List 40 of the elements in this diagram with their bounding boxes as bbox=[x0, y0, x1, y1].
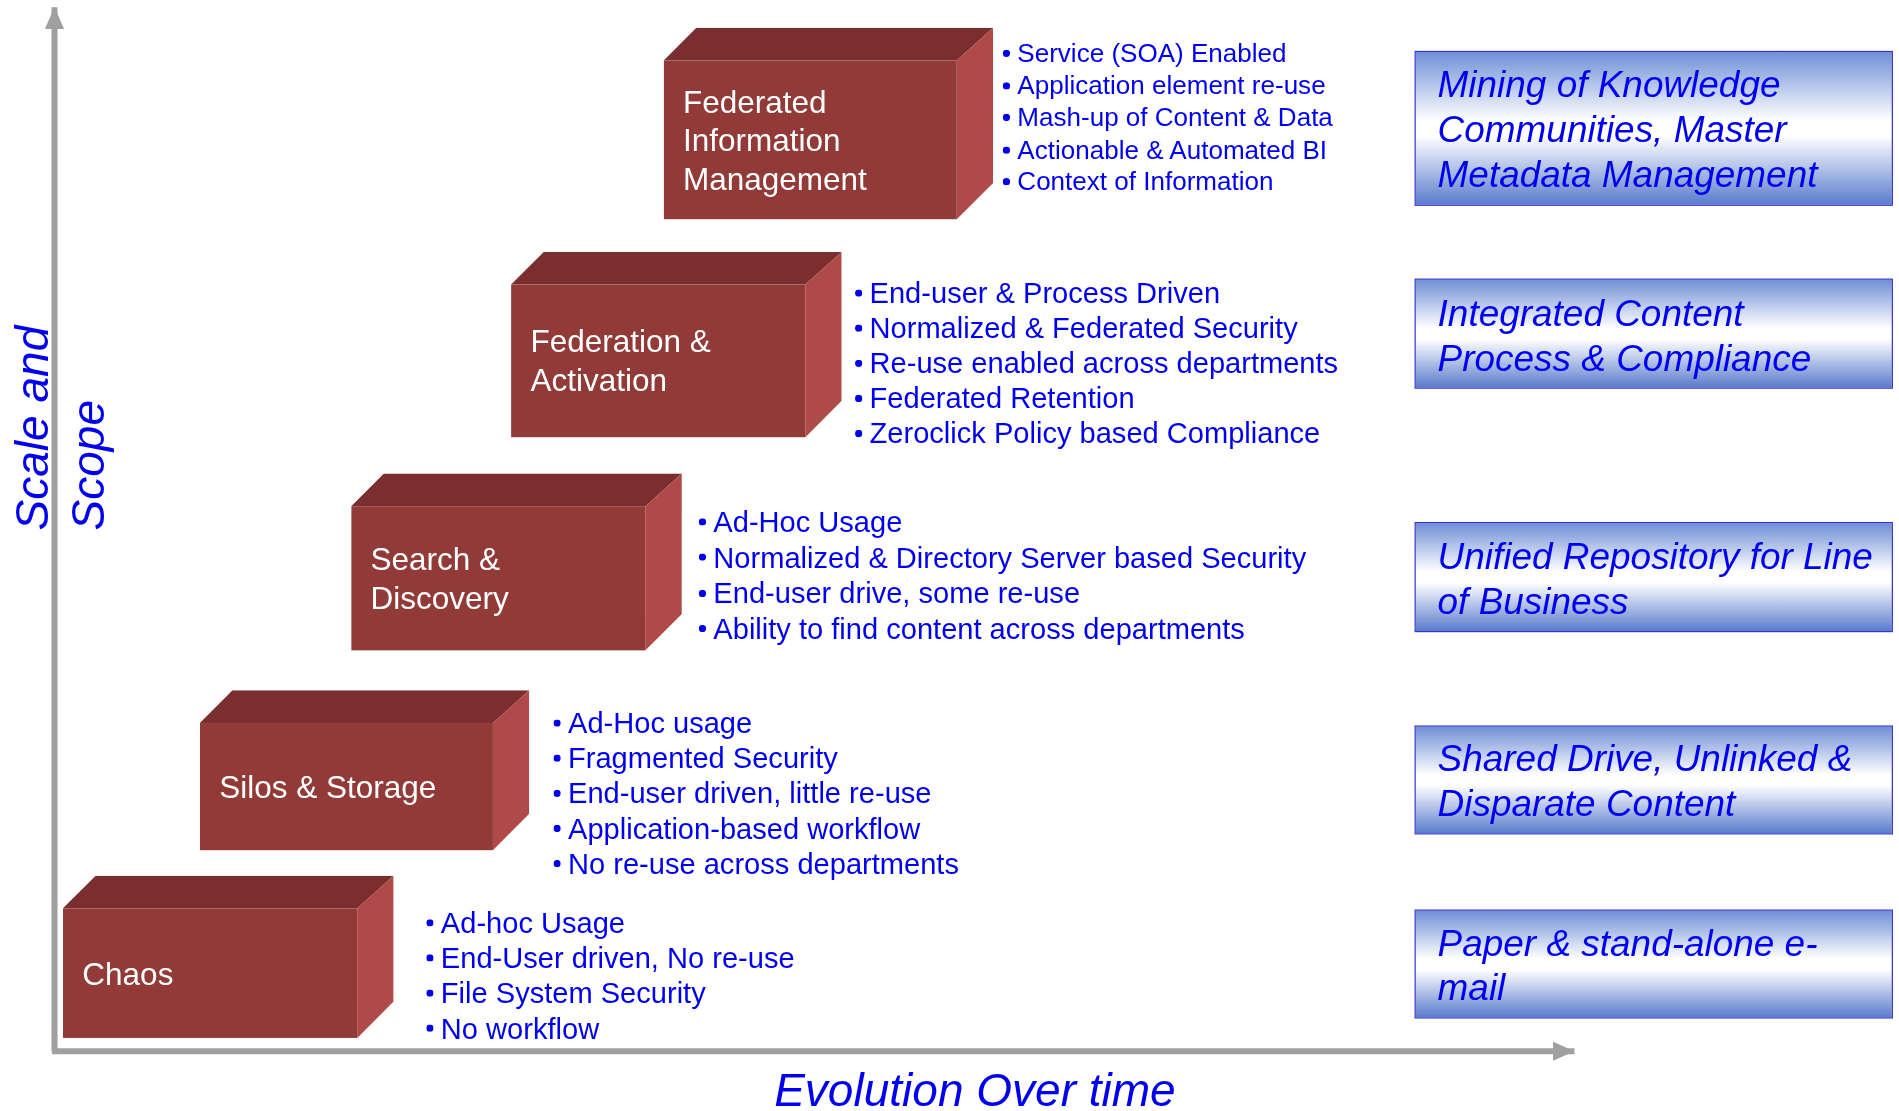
bullet-item: Context of Information bbox=[1017, 166, 1274, 198]
bullet-item: Federated Retention bbox=[869, 380, 1135, 416]
bullet-item: Mash-up of Content & Data bbox=[1017, 101, 1333, 134]
bullet-item: Service (SOA) Enabled bbox=[1017, 37, 1287, 70]
description-box bbox=[1414, 909, 1893, 1019]
block-label: Federated Information Management bbox=[683, 81, 868, 198]
bullet-item: Fragmented Security bbox=[568, 740, 838, 776]
bullet-item: Ad-Hoc Usage bbox=[713, 504, 903, 540]
bullet-item: Actionable & Automated BI bbox=[1017, 134, 1328, 166]
bullet-item: Normalized & Directory Server based Security bbox=[713, 539, 1307, 576]
bullet-item: Application-based workflow bbox=[568, 811, 921, 847]
box-text: Unified Repository for Line of Business bbox=[1437, 533, 1874, 623]
box-text: Shared Drive, Unlinked & Disparate Content bbox=[1437, 736, 1854, 826]
axis-title: Scale and Scope bbox=[6, 323, 115, 531]
bullet-item: File System Security bbox=[440, 975, 706, 1011]
bullet-item: Zeroclick Policy based Compliance bbox=[869, 415, 1321, 451]
block-label: Search & Discovery bbox=[370, 539, 510, 618]
bullet-item: Re-use enabled across departments bbox=[869, 345, 1339, 381]
description-box bbox=[1414, 278, 1893, 389]
bullet-item: End-user drive, some re-use bbox=[713, 575, 1081, 611]
bullet-item: End-user driven, little re-use bbox=[568, 775, 932, 811]
bullet-item: End-user & Process Driven bbox=[869, 275, 1221, 311]
block-label: Silos & Storage bbox=[219, 767, 438, 806]
box-text: Mining of Knowledge Communities, Master Metadata Management bbox=[1437, 62, 1820, 197]
block-label: Federation & Activation bbox=[530, 322, 712, 400]
box-text: Integrated Content Process & Compliance bbox=[1437, 290, 1813, 380]
description-box bbox=[1414, 522, 1893, 633]
axis-title: Evolution Over time bbox=[774, 1063, 1176, 1111]
bullet-item: End-User driven, No re-use bbox=[440, 940, 795, 976]
box-text: Paper & stand-alone e-mail bbox=[1437, 920, 1819, 1010]
bullet-item: Ad-Hoc usage bbox=[568, 705, 753, 741]
bullet-item: Application element re-use bbox=[1017, 69, 1326, 102]
bullet-item: No workflow bbox=[440, 1011, 600, 1047]
description-box bbox=[1414, 50, 1893, 206]
bullet-item: No re-use across departments bbox=[568, 846, 959, 882]
bullet-item: Ad-hoc Usage bbox=[440, 904, 626, 941]
description-box bbox=[1414, 725, 1893, 835]
bullet-item: Normalized & Federated Security bbox=[869, 310, 1298, 346]
bullet-item: Ability to find content across departments bbox=[713, 611, 1245, 647]
block-label: Chaos bbox=[82, 953, 175, 993]
